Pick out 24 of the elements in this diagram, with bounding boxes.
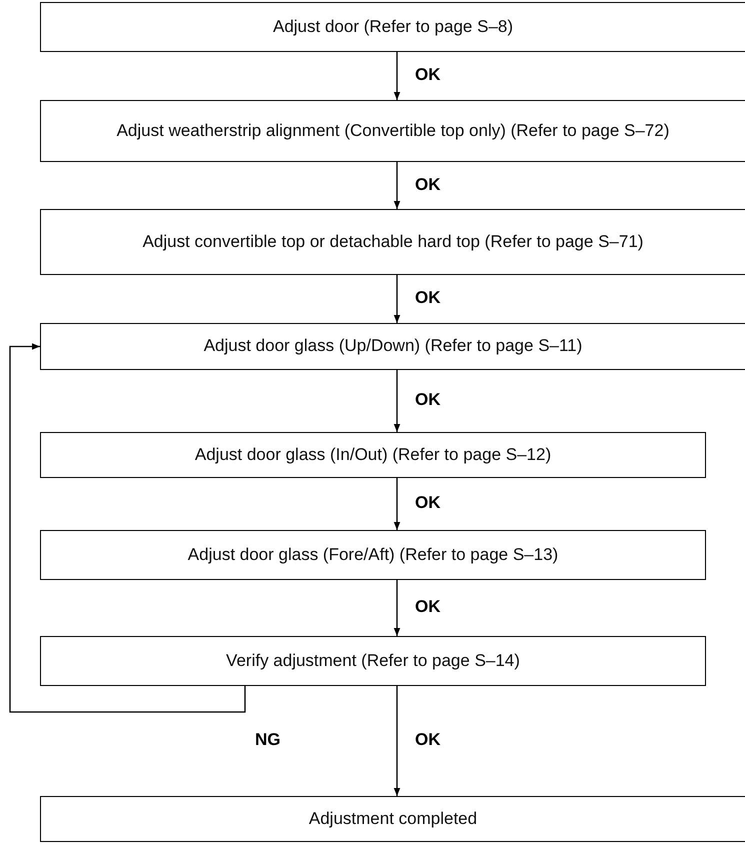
arrow <box>394 52 400 100</box>
step-text: Adjust door (Refer to page S–8) <box>272 16 514 38</box>
step-text: Adjust weatherstrip alignment (Convertible top only) (Refer to page S–72) <box>116 120 670 142</box>
arrow <box>394 370 400 432</box>
step-text: Adjust door glass (In/Out) (Refer to page S–12) <box>194 444 552 466</box>
process-box <box>40 636 706 686</box>
arrow <box>394 478 400 530</box>
process-box <box>40 100 745 162</box>
arrow <box>394 580 400 636</box>
arrow <box>9 343 246 713</box>
process-box <box>40 432 706 478</box>
step-text: Adjust door glass (Up/Down) (Refer to page S–11) <box>204 335 582 358</box>
process-box <box>40 530 706 580</box>
step-text: Adjust door glass (Fore/Aft) (Refer to page S–13) <box>188 544 558 566</box>
arrow <box>394 162 400 209</box>
arrow <box>394 275 400 323</box>
arrow <box>394 686 400 796</box>
process-box <box>40 209 745 275</box>
process-box <box>40 796 745 842</box>
step-text: Adjustment completed <box>308 808 478 830</box>
process-box <box>40 323 745 370</box>
step-text: Verify adjustment (Refer to page S–14) <box>226 650 520 672</box>
step-text: Adjust convertible top or detachable hard top (Refer to page S–71) <box>142 230 644 253</box>
process-box <box>40 2 745 52</box>
